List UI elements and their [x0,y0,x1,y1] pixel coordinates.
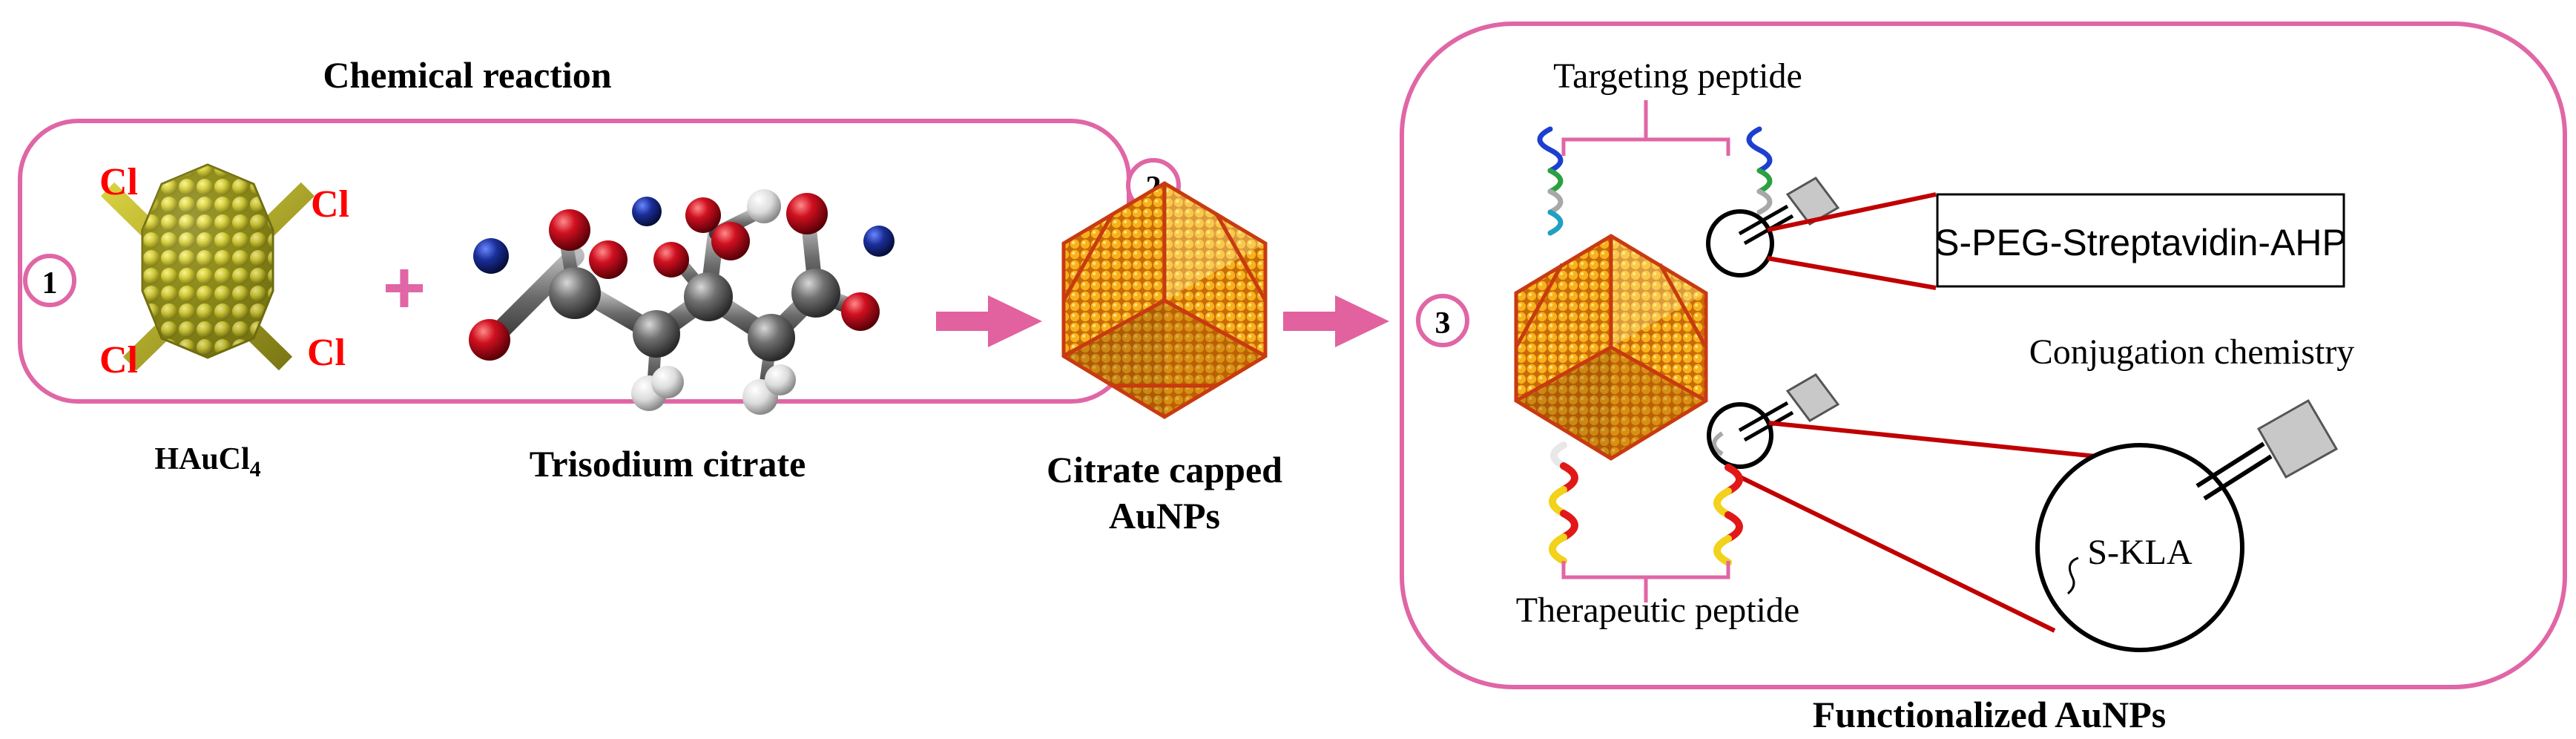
therapeutic-peptide-helix-left [1549,441,1578,565]
citrate-molecule [469,189,895,415]
step-3-number: 3 [1435,306,1451,341]
chlorine-label-bottom-right: Cl [307,332,346,374]
arrow-step2-to-step3 [1283,295,1389,347]
functionalized-aunps-title: Functionalized AuNPs [1813,694,2166,735]
zoom-circle-middle [1707,402,1773,469]
zoom-circle-top [1706,209,1774,277]
functionalized-nanoparticle [1514,234,1708,461]
targeting-peptide-helix-left [1537,126,1564,236]
kla-label: S-KLA [2087,533,2193,572]
sodium-ion-left [473,238,509,274]
targeting-peptide-label: Targeting peptide [1553,56,1802,96]
citrate-capped-label-line2: AuNPs [1109,495,1220,536]
conjugation-chemistry-label: Conjugation chemistry [2029,332,2355,372]
sodium-ion-middle [632,197,662,226]
arrow-step1-to-step2 [936,295,1042,347]
therapeutic-peptide-helix-right [1713,464,1743,566]
chlorine-label-top-left: Cl [99,161,138,203]
trisodium-citrate-label: Trisodium citrate [530,443,806,485]
haucl4-label: HAuCl4 [154,442,260,482]
functionalized-frame [1400,22,2567,689]
step-1-badge [23,254,76,307]
step-1-number: 1 [42,266,58,300]
citrate-capped-label-line1: Citrate capped [1047,449,1282,490]
therapeutic-peptide-label: Therapeutic peptide [1516,591,1799,630]
sodium-ion-right [863,226,895,257]
chlorine-label-bottom-left: Cl [99,339,138,381]
step-3-badge [1416,294,1469,347]
targeting-peptide-bracket [1561,100,1730,156]
targeting-peptide-helix-right [1746,126,1773,215]
linker-label-box [1936,193,2345,288]
haucl4-molecule: Cl Cl Cl Cl [99,161,349,381]
plus-sign: + [383,246,426,329]
linker-middle [1712,373,1840,456]
kla-linker [2195,398,2339,501]
citrate-capped-nanoparticle [1061,181,1268,419]
linker-label: S-PEG-Streptavidin-AHP [1934,222,2347,263]
linker-top [1738,177,1840,246]
zoom-lines [1734,192,2133,633]
kla-zoom-circle [2035,443,2244,652]
therapeutic-peptide-bracket [1561,561,1730,602]
kla-tether [2067,556,2079,595]
chemical-reaction-title: Chemical reaction [323,54,611,96]
chlorine-label-top-right: Cl [311,183,349,226]
